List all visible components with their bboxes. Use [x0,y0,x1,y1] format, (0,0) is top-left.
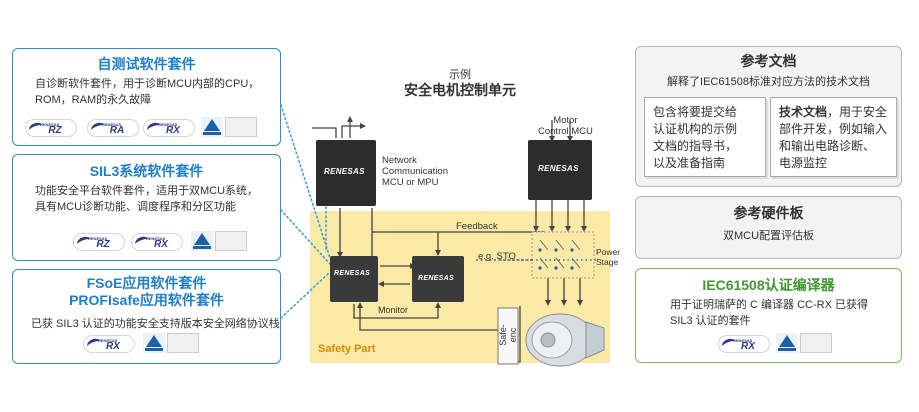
guide-doc-card: 包含将要提交给 认证机构的示例 文档的指导书， 以及准备指南 [644,97,766,177]
network-mcu-chip: RENESAS [316,140,376,206]
fsoe-title: FSoE应用软件套件 [86,275,207,291]
certificate-icon [800,333,832,353]
self-test-title: 自测试软件套件 [97,56,196,72]
safety-mcu-chip-2: RENESAS [412,256,464,302]
sil3-system-desc: 功能安全平台软件套件，适用于双MCU系统， 具有MCU诊断功能、调度程序和分区功… [35,185,259,213]
technical-doc-card: 技术文档，用于安全 部件开发，例如输入 和输出电路诊断、 电源监控 [770,97,897,177]
compiler-panel: IEC61508认证编译器 用于证明瑞萨的 C 编译器 CC-RX 已获得 SI… [635,268,902,363]
motor-control-mcu-chip: RENESAS [528,140,592,200]
compiler-title: IEC61508认证编译器 [702,277,835,293]
power-stage-label: Power Stage [596,247,621,267]
certificate-icon [167,333,199,353]
reference-docs-panel: 参考文档 解释了IEC61508标准对应方法的技术文档 包含将要提交给 认证机构… [635,46,902,187]
tuv-cert-icon [201,117,223,137]
reference-docs-title: 参考文档 [740,53,797,69]
profisafe-title: PROFIsafe应用软件套件 [69,292,224,308]
reference-board-title: 参考硬件板 [733,205,804,221]
motor-mcu-label: Motor Control MCU [538,115,593,137]
sil3-system-panel: SIL3系统软件套件 功能安全平台软件套件，适用于双MCU系统， 具有MCU诊断… [12,154,281,261]
safe-enc-label: Safe-enc [498,324,518,346]
tuv-cert-icon [776,333,798,353]
certificate-icon [215,231,247,251]
safety-part-label: Safety Part [318,343,376,355]
tuv-cert-icon [143,333,165,353]
self-test-desc: 自诊断软件套件，用于诊断MCU内部的CPU， ROM，RAM的永久故障 [35,78,260,106]
network-mcu-label: Network Communication MCU or MPU [382,155,448,188]
fsoe-profisafe-panel: FSoE应用软件套件 PROFIsafe应用软件套件 已获 SIL3 认证的功能… [12,269,281,364]
certificate-icon [225,117,257,137]
compiler-desc: 用于证明瑞萨的 C 编译器 CC-RX 已获得 SIL3 认证的套件 [670,299,868,327]
reference-board-subtitle: 双MCU配置评估板 [722,230,815,242]
reference-docs-subtitle: 解释了IEC61508标准对应方法的技术文档 [667,76,870,88]
safety-mcu-chip-1: RENESAS [330,256,378,302]
sto-label: e.g. STO [478,251,516,262]
reference-board-panel: 参考硬件板 双MCU配置评估板 [635,196,902,259]
sil3-system-title: SIL3系统软件套件 [89,163,204,179]
center-subtitle: 示例 [449,69,471,81]
feedback-label: Feedback [456,221,498,232]
fsoe-desc: 已获 SIL3 认证的功能安全支持版本安全网络协议栈 [31,318,280,330]
monitor-label: Monitor [378,305,409,315]
self-test-panel: 自测试软件套件 自诊断软件套件，用于诊断MCU内部的CPU， ROM，RAM的永… [12,48,281,146]
tuv-cert-icon [191,231,213,251]
center-title: 安全电机控制单元 [404,82,516,98]
